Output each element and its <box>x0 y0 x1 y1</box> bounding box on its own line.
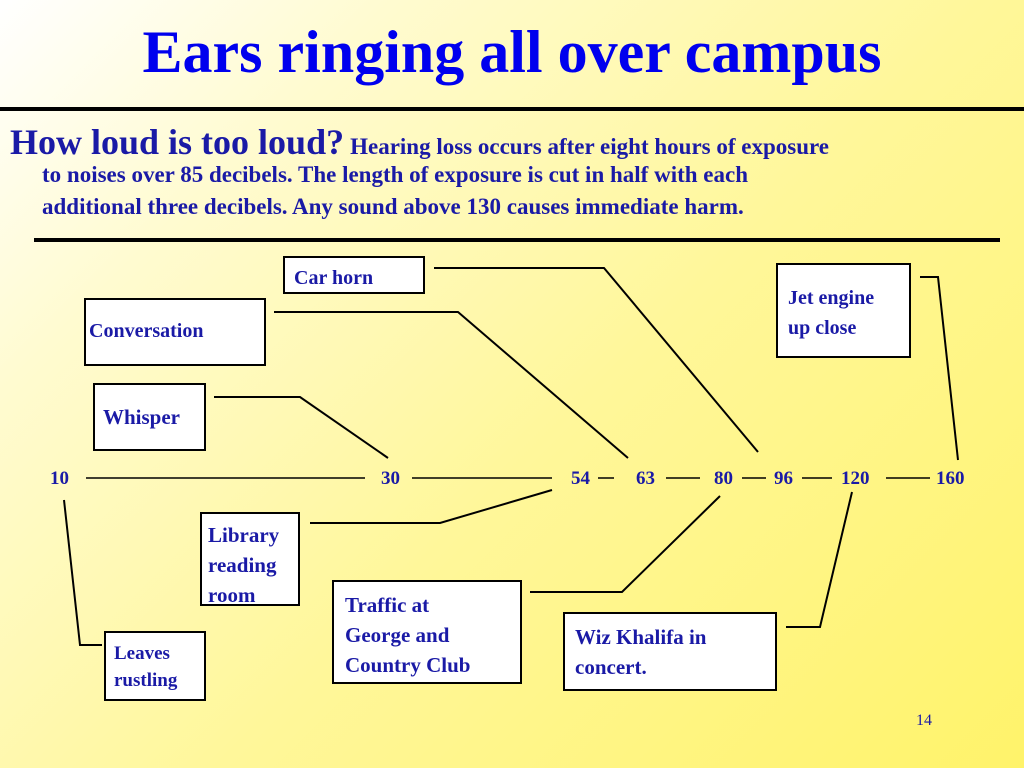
traffic-label-2: George and <box>345 623 450 647</box>
tick-96: 96 <box>774 468 793 489</box>
traffic-label-1: Traffic at <box>345 593 430 617</box>
tick-120: 120 <box>841 468 870 489</box>
box-car-horn: Car horn <box>283 256 425 294</box>
box-wiz-khalifa: Wiz Khalifa in concert. <box>563 612 777 691</box>
car-horn-connector <box>434 267 759 453</box>
library-label-1: Library <box>208 523 280 547</box>
leaves-connector <box>63 499 102 646</box>
traffic-connector <box>530 495 721 593</box>
intro-line-3: additional three decibels. Any sound abo… <box>42 194 744 219</box>
section-divider <box>34 238 1000 242</box>
leaves-label-1: Leaves <box>114 643 170 664</box>
title-divider <box>0 107 1024 111</box>
tick-63: 63 <box>636 468 655 489</box>
jet-engine-label-1: Jet engine <box>788 287 875 309</box>
box-jet-engine: Jet engine up close <box>776 263 911 358</box>
leaves-label-2: rustling <box>114 670 178 691</box>
tick-10: 10 <box>50 468 69 489</box>
slide-title: Ears ringing all over campus <box>142 19 882 85</box>
library-connector <box>310 489 553 524</box>
wiz-khalifa-connector <box>786 491 853 628</box>
traffic-label-3: Country Club <box>345 653 471 677</box>
box-traffic: Traffic at George and Country Club <box>332 580 522 684</box>
wiz-khalifa-label-1: Wiz Khalifa in <box>575 625 707 649</box>
intro-text: How loud is too loud?Hearing loss occurs… <box>10 124 1000 224</box>
conversation-label: Conversation <box>89 320 204 342</box>
wiz-khalifa-label-2: concert. <box>575 655 647 679</box>
box-whisper: Whisper <box>93 383 206 451</box>
intro-line-2: to noises over 85 decibels. The length o… <box>42 162 748 187</box>
tick-80: 80 <box>714 468 733 489</box>
page-number: 14 <box>916 712 932 729</box>
library-label-2: reading <box>208 553 277 577</box>
whisper-label: Whisper <box>103 405 181 429</box>
jet-engine-label-2: up close <box>788 317 857 339</box>
whisper-connector <box>214 396 389 459</box>
car-horn-label: Car horn <box>294 267 374 289</box>
box-conversation: Conversation <box>84 298 266 366</box>
question-heading: How loud is too loud? <box>10 122 345 162</box>
library-label-3: room <box>208 583 256 607</box>
intro-line-1: Hearing loss occurs after eight hours of… <box>350 134 830 159</box>
tick-160: 160 <box>936 468 965 489</box>
jet-engine-connector <box>920 276 959 461</box>
tick-30: 30 <box>381 468 400 489</box>
conversation-connector <box>274 311 629 459</box>
tick-54: 54 <box>571 468 590 489</box>
box-leaves: Leaves rustling <box>104 631 206 701</box>
box-library: Library reading room <box>200 512 300 607</box>
